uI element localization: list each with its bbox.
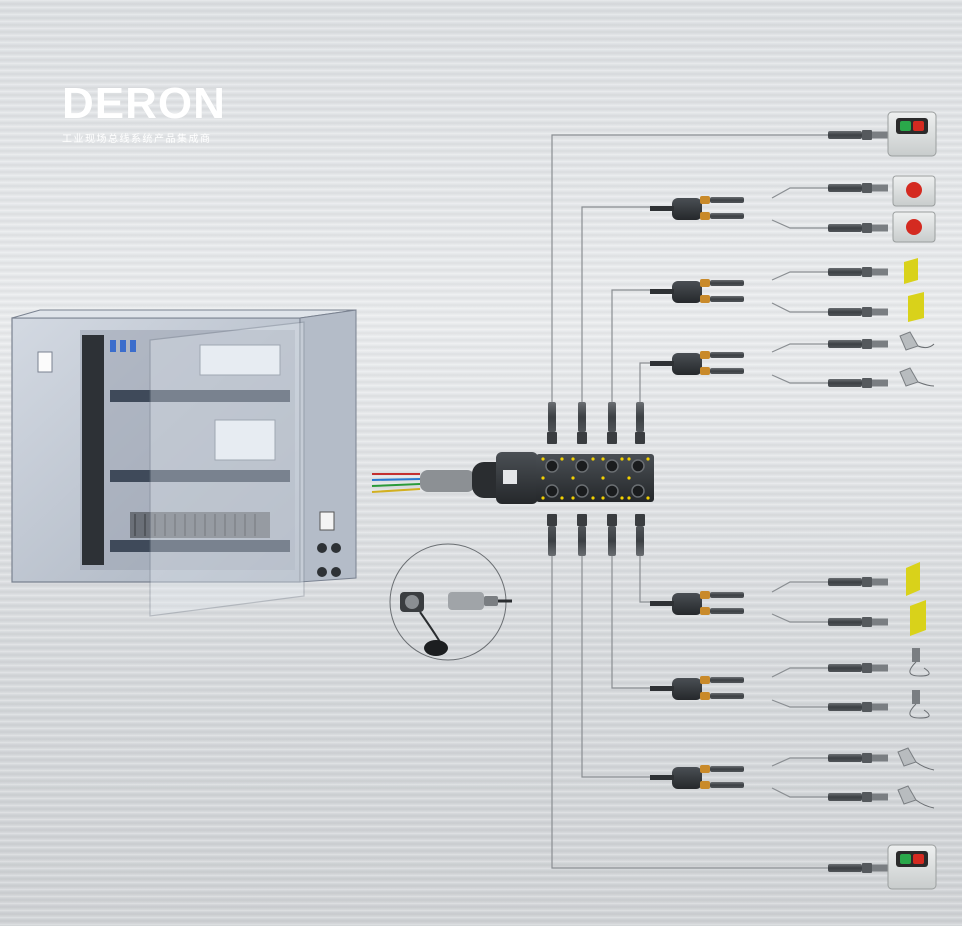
pushbutton-station-bottom [887, 844, 937, 890]
connector-detail-inset [389, 543, 512, 661]
photoelectric-sensor-2 [899, 367, 935, 387]
brand-tagline: 工业现场总线系统产品集成商 [62, 134, 212, 145]
brand-logo: DERON 工业现场总线系统产品集成商 [62, 79, 226, 146]
brand-name: DERON [62, 79, 226, 128]
proximity-sensor-3 [906, 562, 920, 596]
photoelectric-sensor-1 [899, 331, 935, 351]
control-cabinet [11, 309, 357, 617]
proximity-sensor-2 [908, 292, 924, 322]
cable-sensor-2 [909, 690, 930, 719]
cable-sensor-1 [909, 648, 930, 677]
input-cable [371, 470, 475, 493]
device-cables [828, 130, 888, 873]
distribution-box-module [472, 452, 654, 504]
proximity-sensor-4 [910, 600, 926, 636]
port-connectors-top [547, 402, 645, 444]
photoelectric-sensor-3 [897, 747, 935, 771]
pushbutton-station-top [887, 111, 937, 157]
y-splitters [650, 196, 744, 789]
emergency-stop-2 [892, 211, 936, 243]
wiring-lines [551, 134, 828, 869]
proximity-sensor-1 [904, 258, 918, 284]
port-connectors-bottom [547, 514, 645, 556]
photoelectric-sensor-4 [897, 785, 935, 809]
emergency-stop-1 [892, 175, 936, 207]
